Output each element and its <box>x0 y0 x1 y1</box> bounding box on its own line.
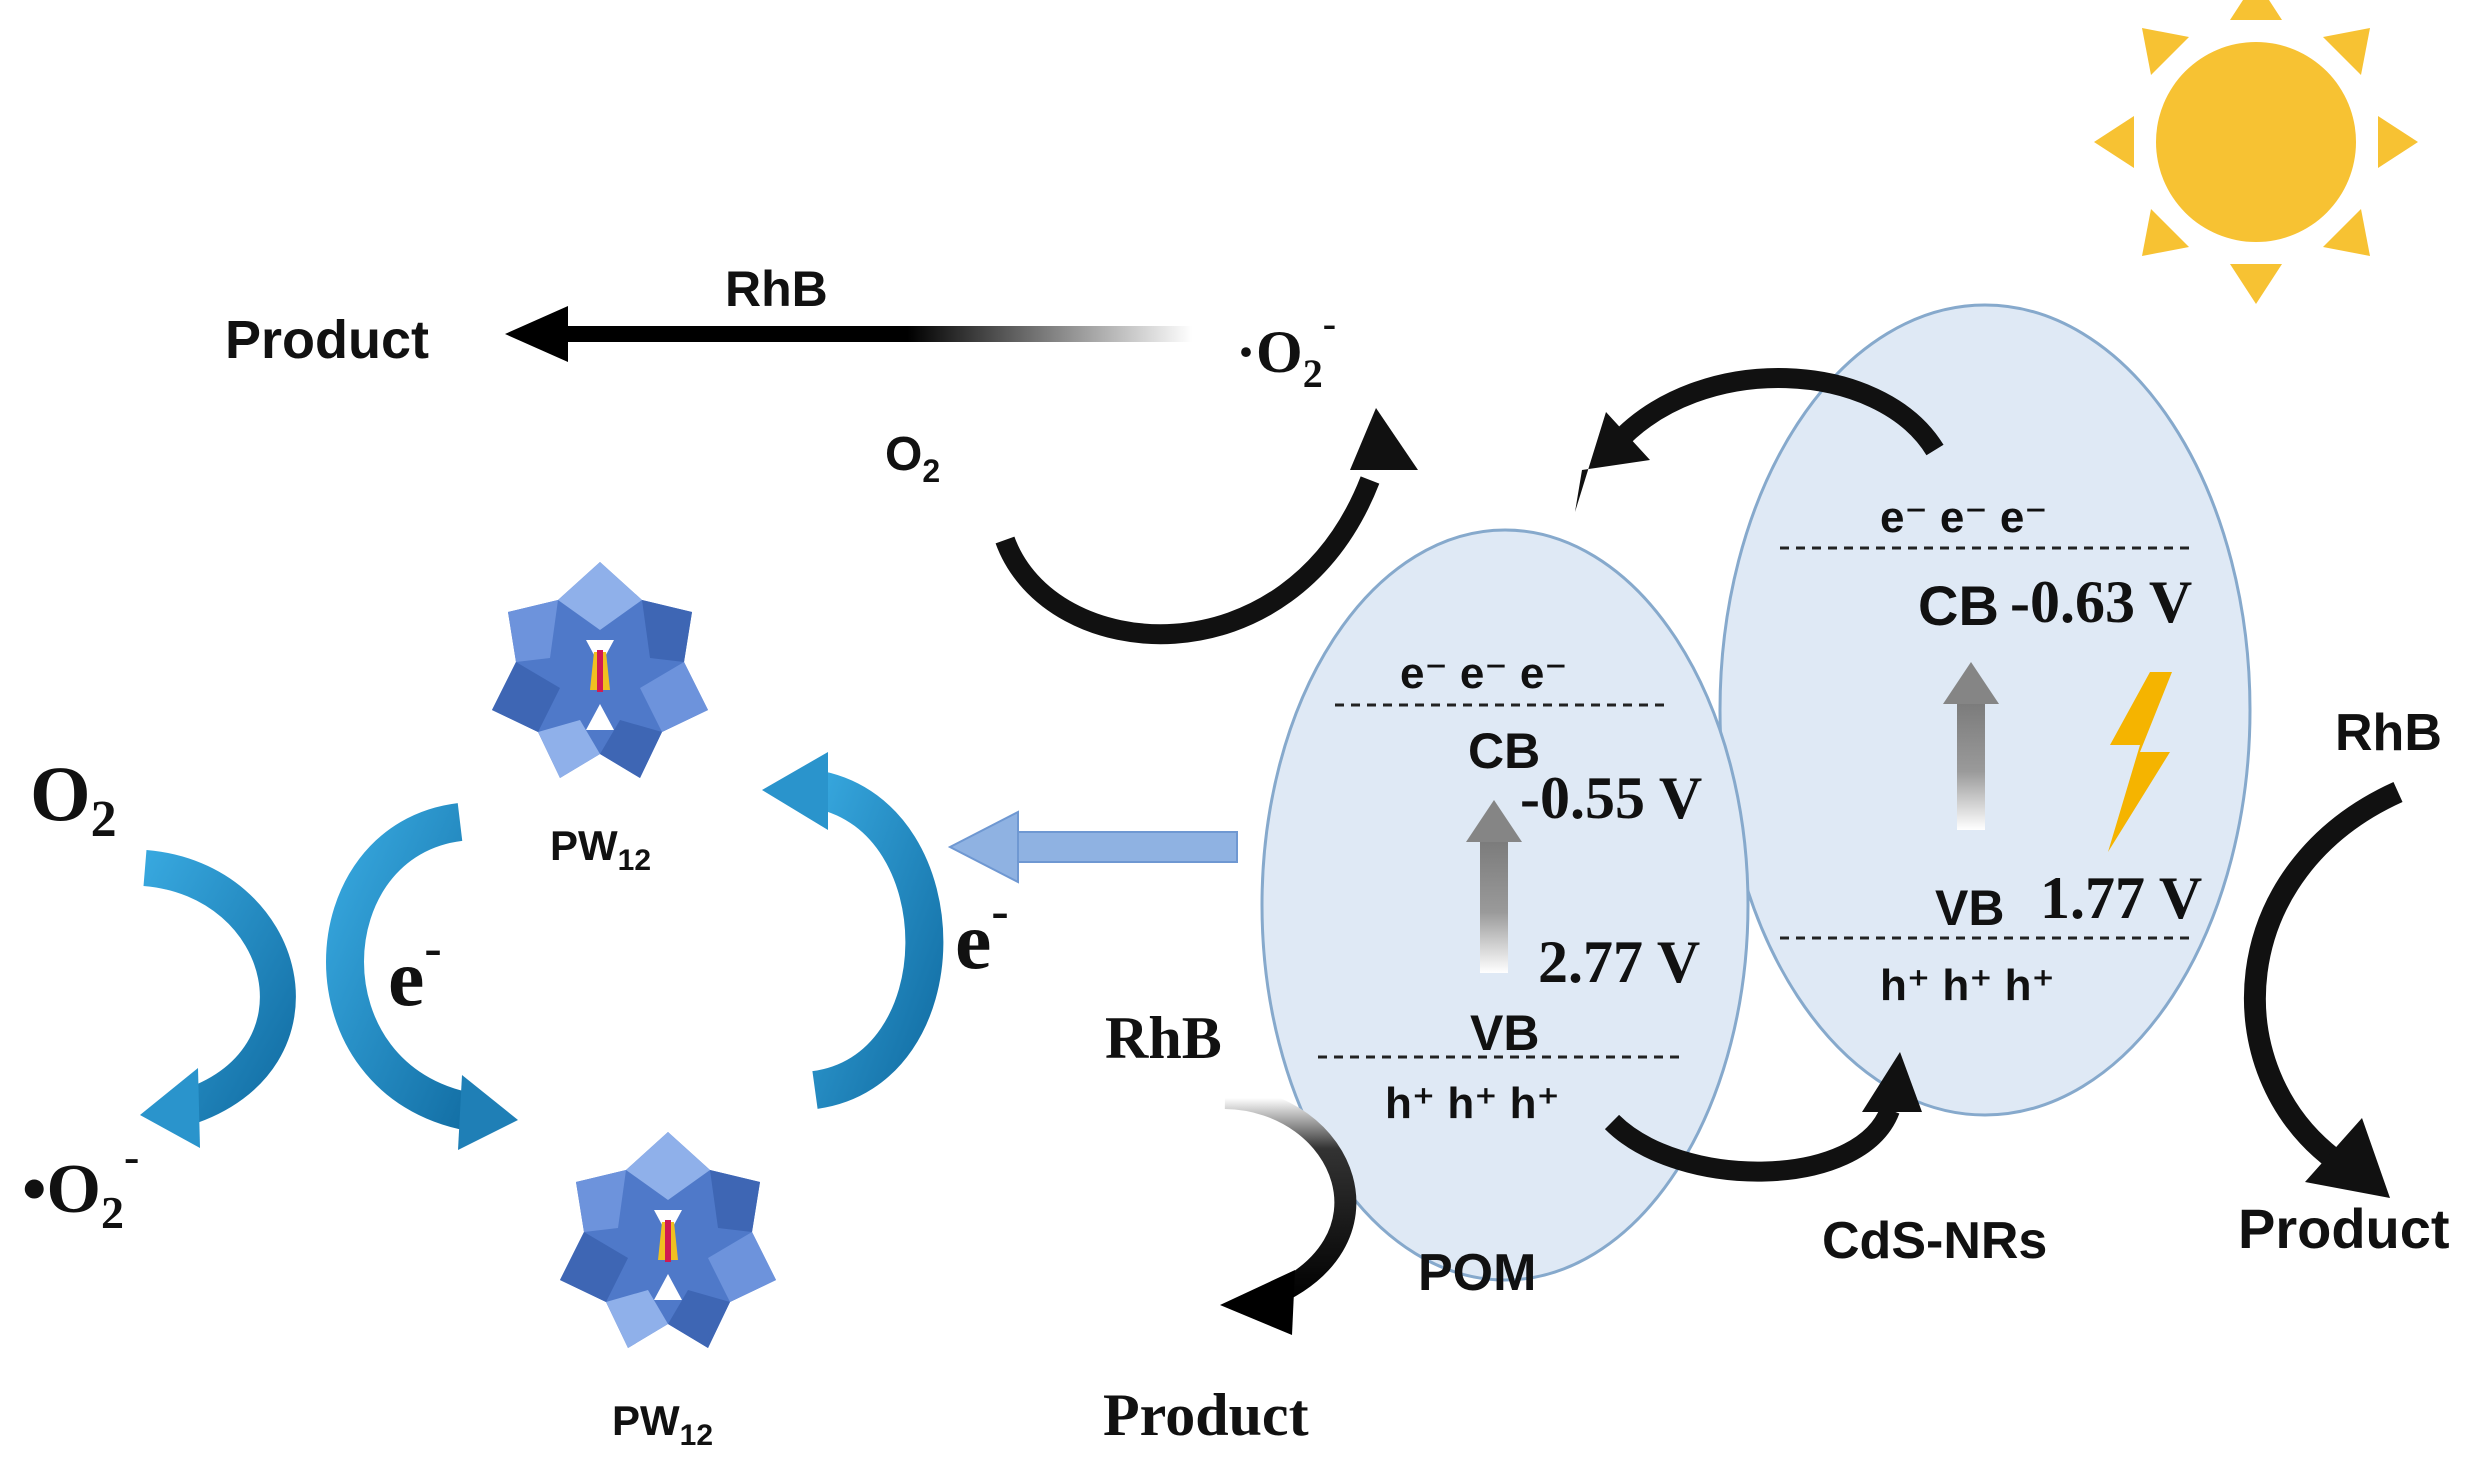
cds-excitation-arrow <box>1943 662 1999 830</box>
cds-vb-potential: 1.77 V <box>2040 865 2202 931</box>
pom-to-cds-hole-arrow <box>1604 1052 1922 1182</box>
oxygen-reduction-arrow <box>995 408 1418 645</box>
pw12-cluster-icon <box>560 1132 776 1348</box>
cycle-superoxide-label: •O2- <box>22 1131 139 1238</box>
pom-cb-label: CB <box>1468 723 1540 779</box>
cds-cb-potential: -0.63 V <box>2010 569 2192 635</box>
pw12-oxidation-cycle-arrow <box>762 752 944 1109</box>
right-product-label: Product <box>2238 1197 2450 1260</box>
top-product-label: Product <box>225 310 429 370</box>
sun-icon <box>2094 0 2418 304</box>
cds-electrons: e⁻ e⁻ e⁻ <box>1880 493 2048 542</box>
cds-to-pom-electron-arrow <box>1575 368 1944 512</box>
right-rhb-label: RhB <box>2335 704 2442 762</box>
cds-cb-label: CB <box>1918 574 1999 637</box>
pw12-top-label: PW12 <box>550 822 651 877</box>
cds-holes: h⁺ h⁺ h⁺ <box>1880 961 2055 1010</box>
top-oxygen-label: O2 <box>885 428 940 489</box>
right-rhb-arrow <box>2244 781 2403 1198</box>
pw12-reduction-cycle-arrow <box>326 803 518 1150</box>
lightning-bolt-icon <box>2108 672 2172 852</box>
pom-excitation-arrow <box>1466 800 1522 973</box>
bottom-rhb-label: RhB <box>1105 1005 1222 1071</box>
bottom-product-label: Product <box>1103 1382 1309 1448</box>
cds-label: CdS-NRs <box>1822 1212 2047 1270</box>
top-rhb-label: RhB <box>725 261 828 317</box>
electron-transfer-to-pw12-arrow <box>947 810 1238 884</box>
pom-vb-label: VB <box>1470 1005 1539 1061</box>
pom-cb-potential: -0.55 V <box>1520 765 1702 831</box>
oxygen-to-superoxide-cycle-arrow <box>140 850 296 1148</box>
bottom-rhb-arrow <box>1220 1087 1357 1335</box>
pom-label: POM <box>1418 1244 1536 1302</box>
cds-vb-label: VB <box>1935 880 2004 936</box>
cycle-electron-left: e- <box>388 920 442 1023</box>
pw12-cluster-icon <box>492 562 708 778</box>
cycle-electron-right: e- <box>955 883 1009 986</box>
superoxide-to-product-arrow <box>505 306 1192 362</box>
pom-holes: h⁺ h⁺ h⁺ <box>1385 1079 1560 1128</box>
top-superoxide-label: ·O2- <box>1236 301 1336 396</box>
pom-electrons: e⁻ e⁻ e⁻ <box>1400 649 1568 698</box>
pw12-bottom-label: PW12 <box>612 1397 713 1452</box>
cycle-oxygen-label: O2 <box>30 750 117 848</box>
pom-vb-potential: 2.77 V <box>1538 929 1700 995</box>
